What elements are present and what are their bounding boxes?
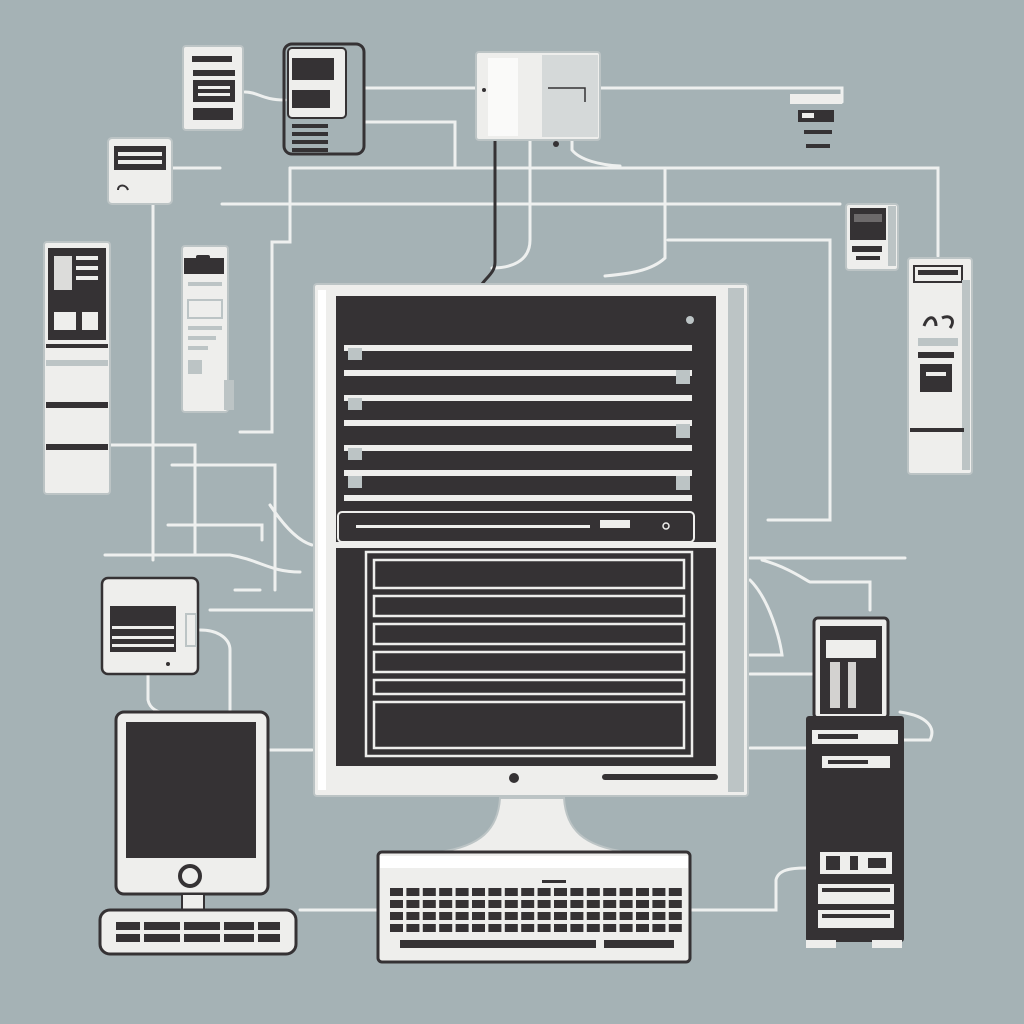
keyboard-key [488,888,502,896]
keyboard-key [554,888,567,896]
keyboard-key [422,924,436,932]
router-icon [475,51,601,147]
keyboard-key [422,912,436,920]
keyboard-key [422,888,436,896]
keyboard-key [488,924,502,932]
keyboard-key [619,888,633,896]
keyboard-key [406,900,420,908]
keyboard-key [668,888,682,896]
keyboard-key [668,924,682,932]
keyboard-key [472,888,485,896]
keyboard-key [390,924,403,932]
storage-device-icon [107,137,173,205]
desktop-computer-icon [98,710,298,956]
tower-server-icon [181,245,234,413]
keyboard-key [455,888,469,896]
keyboard-key [390,900,403,908]
keyboard-key [586,900,600,908]
keyboard-key [668,912,682,920]
network-cable-icon [480,130,497,285]
keyboard-key [636,888,649,896]
keyboard-key [504,888,518,896]
keyboard-key [406,912,420,920]
keyboard-key [504,924,518,932]
keyboard-key [521,924,535,932]
keyboard-key [521,912,535,920]
keyboard-key [570,900,584,908]
storage-device-icon [845,203,899,271]
keyboard-key [504,900,518,908]
keyboard-key [554,900,567,908]
keyboard-key [406,888,420,896]
keyboard-key [537,912,551,920]
keyboard-key [537,924,551,932]
keyboard-key [636,912,649,920]
keyboard-key [439,924,453,932]
keyboard-key [603,912,617,920]
keyboard-key [488,912,502,920]
keyboard-key [652,888,666,896]
keyboard-key [439,900,453,908]
keyboard-key [439,888,453,896]
keyboard-key [570,888,584,896]
keyboard-key [439,912,453,920]
keyboard-key [488,900,502,908]
keyboard-key [603,924,617,932]
router-icon [790,94,842,148]
keyboard-key [406,924,420,932]
keyboard-key [586,888,600,896]
server-rack-icon [43,241,111,495]
keyboard-key [521,888,535,896]
keyboard-key [554,924,567,932]
printer-icon [182,45,244,131]
keyboard-key [472,912,485,920]
keyboard-key [390,888,403,896]
keyboard-key [455,912,469,920]
keyboard-key [619,924,633,932]
keyboard-key [636,924,649,932]
keyboard-key [537,888,551,896]
keyboard-key [619,912,633,920]
keyboard-key [603,888,617,896]
keyboard-key [504,912,518,920]
keyboard-key [586,924,600,932]
storage-device-icon [100,576,200,676]
tower-server-icon [907,257,973,475]
keyboard-key [652,924,666,932]
keyboard-key [603,900,617,908]
keyboard-key [537,900,551,908]
network-switch-icon [282,42,366,156]
network-cable-icon [103,86,940,912]
keyboard-key [472,900,485,908]
keyboard-key [586,912,600,920]
keyboard-key [668,900,682,908]
server-rack-icon [336,345,716,758]
keyboard-key [652,912,666,920]
keyboard-key [455,924,469,932]
keyboard-key [570,912,584,920]
keyboard-key [521,900,535,908]
keyboard-key [390,912,403,920]
keyboard-key [570,924,584,932]
keyboard-key [422,900,436,908]
keyboard-key [554,912,567,920]
keyboard-key [472,924,485,932]
keyboard-icon [376,850,692,964]
keyboard-key [636,900,649,908]
tower-server-icon [806,616,904,948]
keyboard-key [652,900,666,908]
keyboard-key [619,900,633,908]
keyboard-key [455,900,469,908]
